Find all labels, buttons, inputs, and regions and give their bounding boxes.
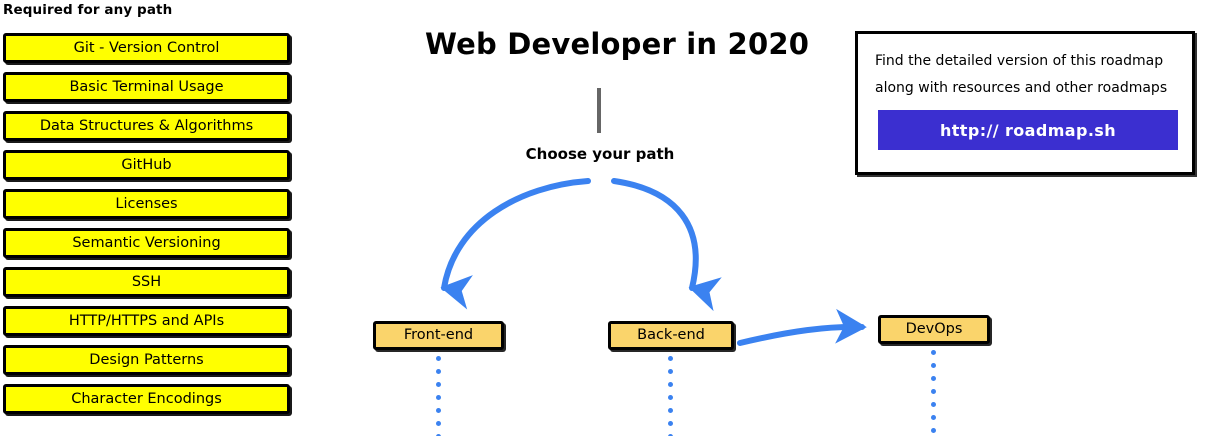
- dotted-line-dot: [436, 369, 441, 374]
- required-skill-item[interactable]: Data Structures & Algorithms: [3, 111, 290, 141]
- dotted-line-dot: [668, 421, 673, 426]
- required-skill-item[interactable]: Design Patterns: [3, 345, 290, 375]
- required-skill-item[interactable]: GitHub: [3, 150, 290, 180]
- dotted-line-dot: [668, 395, 673, 400]
- title-stem-line: [597, 88, 601, 133]
- dotted-line-dot: [436, 421, 441, 426]
- required-skill-label: Character Encodings: [71, 390, 222, 407]
- page-title: Web Developer in 2020: [425, 27, 810, 61]
- dotted-line-dot: [931, 402, 936, 407]
- edge-root-to-frontend: [440, 178, 591, 310]
- dotted-line-dot: [668, 369, 673, 374]
- dotted-line-dot: [931, 415, 936, 420]
- required-skill-label: GitHub: [121, 156, 172, 173]
- dotted-line-dot: [436, 408, 441, 413]
- dotted-line-dot: [931, 363, 936, 368]
- path-box-backend[interactable]: Back-end: [608, 321, 734, 350]
- dotted-line-dot: [436, 382, 441, 387]
- info-box: Find the detailed version of this roadma…: [855, 31, 1195, 175]
- required-section-header: Required for any path: [3, 2, 173, 18]
- edge-backend-to-devops: [737, 308, 867, 346]
- path-box-devops-label: DevOps: [905, 321, 963, 338]
- info-box-line-2: along with resources and other roadmaps: [875, 80, 1168, 96]
- dotted-line-dot: [436, 395, 441, 400]
- dotted-line-dot: [668, 356, 673, 361]
- dotted-continuation-frontend: [436, 356, 441, 436]
- dotted-line-dot: [436, 434, 441, 436]
- required-skill-item[interactable]: Licenses: [3, 189, 290, 219]
- choose-your-path-label: Choose your path: [525, 145, 675, 163]
- roadmap-sh-link-label: http:// roadmap.sh: [939, 120, 1117, 140]
- path-box-devops[interactable]: DevOps: [878, 315, 990, 344]
- path-box-backend-label: Back-end: [637, 327, 705, 344]
- required-skill-label: Git - Version Control: [73, 39, 220, 56]
- required-skill-label: Design Patterns: [89, 351, 204, 368]
- required-skill-label: Semantic Versioning: [72, 234, 221, 251]
- dotted-line-dot: [668, 408, 673, 413]
- required-skill-item[interactable]: SSH: [3, 267, 290, 297]
- required-skill-item[interactable]: Git - Version Control: [3, 33, 290, 63]
- dotted-line-dot: [931, 389, 936, 394]
- required-skill-label: Licenses: [115, 195, 178, 212]
- required-skill-item[interactable]: Basic Terminal Usage: [3, 72, 290, 102]
- edge-root-to-backend: [611, 178, 722, 312]
- dotted-line-dot: [931, 428, 936, 433]
- dotted-continuation-backend: [668, 356, 673, 436]
- roadmap-sh-link-button[interactable]: http:// roadmap.sh: [878, 110, 1178, 150]
- dotted-line-dot: [668, 434, 673, 436]
- required-skill-label: Data Structures & Algorithms: [39, 117, 254, 134]
- required-skill-label: HTTP/HTTPS and APIs: [68, 312, 225, 329]
- dotted-line-dot: [668, 382, 673, 387]
- path-box-frontend[interactable]: Front-end: [373, 321, 504, 350]
- required-skill-item[interactable]: HTTP/HTTPS and APIs: [3, 306, 290, 336]
- required-skill-item[interactable]: Character Encodings: [3, 384, 290, 414]
- required-skill-label: SSH: [131, 273, 162, 290]
- dotted-line-dot: [931, 350, 936, 355]
- path-box-frontend-label: Front-end: [403, 327, 474, 344]
- dotted-line-dot: [931, 376, 936, 381]
- dotted-line-dot: [436, 356, 441, 361]
- dotted-continuation-devops: [931, 350, 936, 436]
- required-skill-item[interactable]: Semantic Versioning: [3, 228, 290, 258]
- required-skill-label: Basic Terminal Usage: [69, 78, 224, 95]
- info-box-line-1: Find the detailed version of this roadma…: [875, 53, 1164, 69]
